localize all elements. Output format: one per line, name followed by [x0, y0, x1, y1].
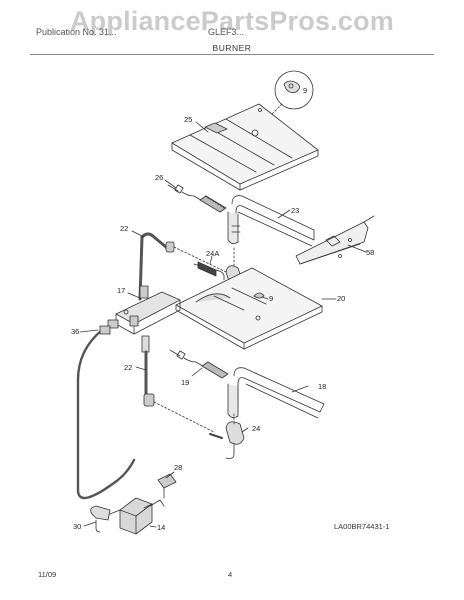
leader-24 — [241, 427, 249, 433]
leader-36 — [79, 329, 99, 333]
part-22-tubing-lower — [141, 335, 155, 407]
header-rule — [30, 54, 434, 55]
callout-9b: 9 — [269, 294, 273, 303]
callout-24a: 24A — [206, 249, 219, 258]
publication-number: Publication No. 31... — [36, 27, 117, 37]
callout-28: 28 — [174, 463, 182, 472]
callout-labels: 9 25 26 23 58 22 24A 17 9 20 36 22 19 18… — [71, 86, 374, 532]
leader-tube-route — [173, 246, 227, 273]
callout-23: 23 — [291, 206, 299, 215]
callout-30: 30 — [73, 522, 81, 531]
orifice-tip — [193, 263, 201, 267]
leader-22a — [131, 230, 145, 238]
part-20-lower-burner-cover — [175, 267, 323, 350]
callout-24: 24 — [252, 424, 260, 433]
leader-30 — [83, 521, 97, 527]
leader-lower-route — [153, 401, 215, 433]
watermark: AppliancePartsPros.com — [69, 6, 394, 36]
section-title: BURNER — [212, 43, 252, 53]
part-28-elbow-fitting — [157, 473, 177, 499]
part-23-upper-burner-tube — [227, 195, 315, 247]
callout-14: 14 — [157, 523, 165, 532]
callout-22a: 22 — [120, 224, 128, 233]
part-30-inlet-fitting — [90, 505, 111, 533]
callout-19: 19 — [181, 378, 189, 387]
callout-25: 25 — [184, 115, 192, 124]
leader-19 — [191, 367, 203, 377]
part-26-igniter-upper — [167, 184, 227, 213]
leader-28 — [165, 471, 175, 479]
diagram-code: LA00BR74431-1 — [334, 522, 390, 531]
leader-26 — [164, 179, 177, 189]
leader-22b — [135, 366, 147, 371]
callout-36: 36 — [71, 327, 79, 336]
leader-9b — [261, 296, 269, 300]
part-24-lower-fitting — [209, 413, 245, 459]
callout-9a: 9 — [303, 86, 307, 95]
callout-58: 58 — [366, 248, 374, 257]
footer-page-number: 4 — [228, 570, 233, 579]
leader-18 — [291, 385, 309, 393]
part-9-detail-circle — [274, 70, 314, 110]
leader-23 — [277, 209, 291, 219]
part-19-igniter-lower — [169, 349, 229, 379]
part-24a-orifice — [197, 261, 225, 281]
part-17-manifold — [107, 285, 181, 335]
leader-17 — [127, 292, 141, 299]
callout-20: 20 — [337, 294, 345, 303]
part-25-burner-cover — [171, 103, 319, 191]
leader-25 — [195, 121, 209, 133]
footer-date: 11/09 — [38, 570, 57, 579]
part-14-regulator — [109, 497, 165, 535]
callout-22b: 22 — [124, 363, 132, 372]
callout-17: 17 — [117, 286, 125, 295]
leader-14 — [149, 525, 157, 528]
part-9-fastener — [253, 292, 265, 299]
callout-18: 18 — [318, 382, 326, 391]
leader-24a — [209, 255, 213, 265]
callout-26: 26 — [155, 173, 163, 182]
model-number: GLEF3... — [208, 27, 245, 37]
leader-58 — [347, 244, 367, 253]
part-36-gas-line — [76, 325, 136, 500]
part-18-lower-burner-tube — [227, 367, 325, 419]
part-58-bracket — [295, 215, 375, 265]
